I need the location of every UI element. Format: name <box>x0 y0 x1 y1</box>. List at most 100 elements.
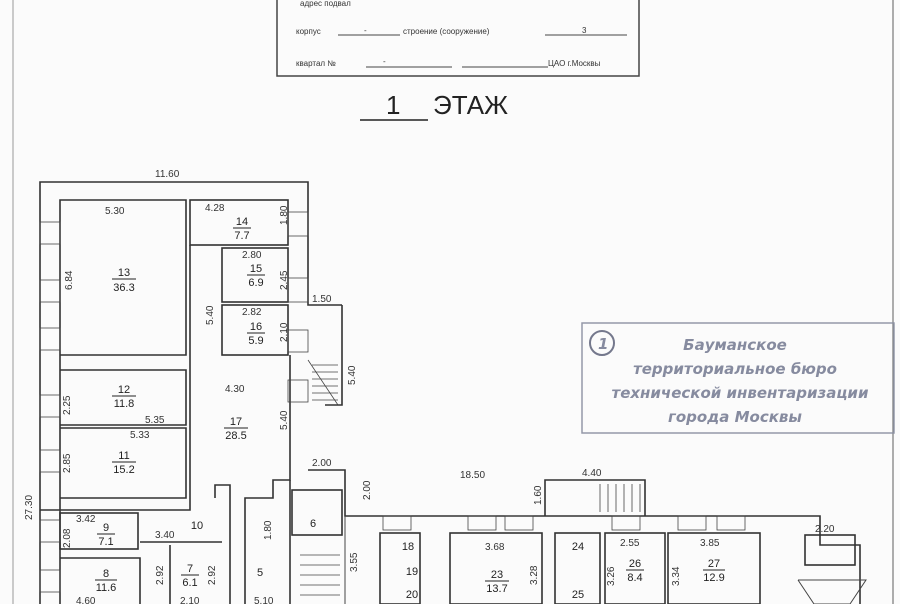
dim-label: 2.55 <box>620 538 640 549</box>
stamp-number: 1 <box>598 335 608 353</box>
svg-text:7.1: 7.1 <box>98 536 113 548</box>
floor-number: 1 <box>386 90 400 120</box>
room-8: 811.6 <box>95 568 117 594</box>
svg-text:7: 7 <box>187 563 193 575</box>
svg-text:6.9: 6.9 <box>248 277 263 289</box>
dim-label: 2.80 <box>242 250 262 261</box>
svg-text:36.3: 36.3 <box>113 282 134 294</box>
stamp-line-2: территориальное бюро <box>633 360 837 378</box>
dim-label: 5.33 <box>130 430 150 441</box>
dim-label: 5.10 <box>254 596 274 604</box>
svg-text:5: 5 <box>257 567 263 579</box>
room-15: 155.96.9 <box>247 263 265 289</box>
dim-label: 18.50 <box>460 470 485 481</box>
svg-text:23: 23 <box>491 569 503 581</box>
svg-text:5.9: 5.9 <box>248 335 263 347</box>
room-12: 12 11.8 <box>112 384 136 410</box>
svg-text:25: 25 <box>572 589 584 601</box>
dim-label: 1.60 <box>533 485 544 505</box>
room-23: 23 13.7 <box>485 569 509 595</box>
room-24: 24 <box>572 541 584 553</box>
svg-text:15: 15 <box>250 263 262 275</box>
dim-label: 3.26 <box>606 566 617 586</box>
svg-text:11: 11 <box>118 450 129 462</box>
dim-label: 3.28 <box>529 565 540 585</box>
svg-text:10: 10 <box>191 520 203 532</box>
dim-label: 3.55 <box>349 552 360 572</box>
room-18: 18 <box>402 541 414 553</box>
dim-label: 5.30 <box>105 206 125 217</box>
room-19: 19 <box>406 566 418 578</box>
dim-label: 2.45 <box>279 270 290 290</box>
building-walls <box>39 181 867 604</box>
dim-label: 3.68 <box>485 542 505 553</box>
dim-label: 6.84 <box>64 270 75 290</box>
dim-label: 1.80 <box>279 205 290 225</box>
dim-label: 2.20 <box>815 524 835 535</box>
header-top-line: адрес подвал <box>300 0 351 8</box>
dim-label: 3.85 <box>700 538 720 549</box>
dim-label: 2.00 <box>312 458 332 469</box>
svg-text:19: 19 <box>406 566 418 578</box>
dim-label: 2.82 <box>242 307 262 318</box>
dim-label: 2.10 <box>180 596 200 604</box>
dim-label: 5.40 <box>279 410 290 430</box>
room-7: 76.1 <box>181 563 199 589</box>
kvartal-value: - <box>383 57 386 66</box>
room-20: 20 <box>406 589 418 601</box>
dim-label: 2.00 <box>362 480 373 500</box>
svg-text:8.4: 8.4 <box>627 572 642 584</box>
dim-label: 4.40 <box>582 468 602 479</box>
dim-label: 2.08 <box>62 528 73 548</box>
room-26: 268.4 <box>626 558 644 584</box>
dim-label: 2.92 <box>155 565 166 585</box>
dim-label: 3.34 <box>671 566 682 586</box>
svg-text:14: 14 <box>236 216 248 228</box>
dim-label: 2.85 <box>62 453 73 473</box>
svg-text:13.7: 13.7 <box>486 583 507 595</box>
dim-label: 27.30 <box>24 495 35 520</box>
dim-label: 3.40 <box>155 530 175 541</box>
dim-label: 11.60 <box>155 169 180 180</box>
svg-text:27: 27 <box>708 558 720 570</box>
svg-text:13: 13 <box>118 267 130 279</box>
dim-label: 4.30 <box>225 384 245 395</box>
kvartal-label: квартал № <box>296 59 336 68</box>
stroenie-value: 3 <box>582 26 587 35</box>
room-10: 10 <box>191 520 203 532</box>
svg-text:24: 24 <box>572 541 584 553</box>
floor-label: ЭТАЖ <box>433 90 508 120</box>
dim-label: 4.28 <box>205 203 225 214</box>
room-16: 165.9 <box>247 321 265 347</box>
room-14: 147.7 <box>233 216 251 242</box>
dim-label: 1.50 <box>312 294 332 305</box>
svg-text:28.5: 28.5 <box>225 430 246 442</box>
stamp-line-1: Бауманское <box>683 336 787 354</box>
room-25: 25 <box>572 589 584 601</box>
svg-text:8: 8 <box>103 568 109 580</box>
svg-text:9: 9 <box>103 522 109 534</box>
svg-text:20: 20 <box>406 589 418 601</box>
stamp-line-3: технической инвентаризации <box>612 384 869 402</box>
dim-label: 5.40 <box>347 365 358 385</box>
dimension-labels: 11.60 5.30 4.28 1.80 2.80 2.45 6.84 5.40… <box>24 169 835 604</box>
stamp-line-4: города Москвы <box>668 408 802 426</box>
svg-text:16: 16 <box>250 321 262 333</box>
dim-label: 1.80 <box>263 520 274 540</box>
svg-text:12: 12 <box>118 384 130 396</box>
dim-label: 3.42 <box>76 514 96 525</box>
room-13: 13 36.3 <box>112 267 136 294</box>
svg-text:26: 26 <box>629 558 641 570</box>
svg-text:18: 18 <box>402 541 414 553</box>
svg-text:7.7: 7.7 <box>234 230 249 242</box>
room-5: 5 <box>257 567 263 579</box>
title-block: адрес подвал корпус - строение (сооружен… <box>276 0 640 77</box>
district-label: ЦАО г.Москвы <box>548 59 601 68</box>
korpus-label: корпус <box>296 27 321 36</box>
svg-text:11.8: 11.8 <box>114 398 135 410</box>
